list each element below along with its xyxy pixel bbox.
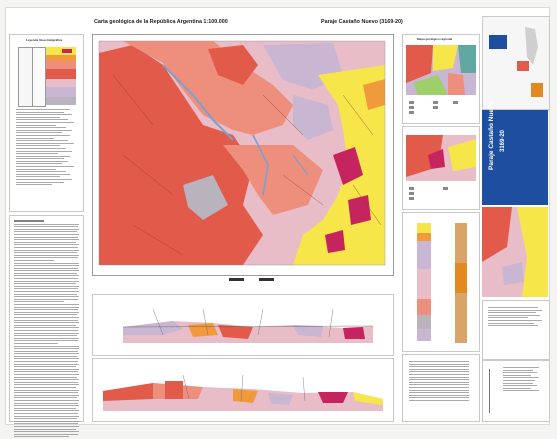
cross-section-b[interactable] xyxy=(92,358,394,422)
cross-section-a[interactable] xyxy=(92,294,394,356)
cover-title-band: Paraje Castaño Nuevo 3169-20 xyxy=(482,101,548,205)
cover-side-title: Paraje Castaño Nuevo xyxy=(488,101,495,170)
secondary-map-inset[interactable] xyxy=(402,126,480,210)
cover-notes xyxy=(482,300,550,360)
stratigraphic-chart xyxy=(18,47,78,107)
geological-map[interactable] xyxy=(92,34,394,276)
cover-map-thumb xyxy=(482,207,548,297)
regional-map-inset[interactable]: Mapa geológico regional xyxy=(402,34,480,124)
cover-side-code: 3169-20 xyxy=(500,129,506,152)
sheet-name: Paraje Castaño Nuevo (3169-20) xyxy=(321,19,403,25)
sheet-title: Carta geológica de la República Argentin… xyxy=(94,19,228,25)
symbols-legend xyxy=(482,360,550,422)
legend-title: Leyenda litoestratigráfica xyxy=(26,38,63,42)
column-left xyxy=(417,223,431,341)
correlation-table xyxy=(402,354,480,422)
description-panel xyxy=(9,215,84,438)
stratigraphic-columns xyxy=(402,212,480,352)
legend-entries xyxy=(16,109,78,187)
column-right xyxy=(455,223,467,343)
legend-panel: Leyenda litoestratigráfica xyxy=(9,34,84,212)
map-sheet: Carta geológica de la República Argentin… xyxy=(6,8,550,438)
cover-top xyxy=(482,16,550,110)
geo-map-title: Mapa geológico regional xyxy=(417,37,453,41)
